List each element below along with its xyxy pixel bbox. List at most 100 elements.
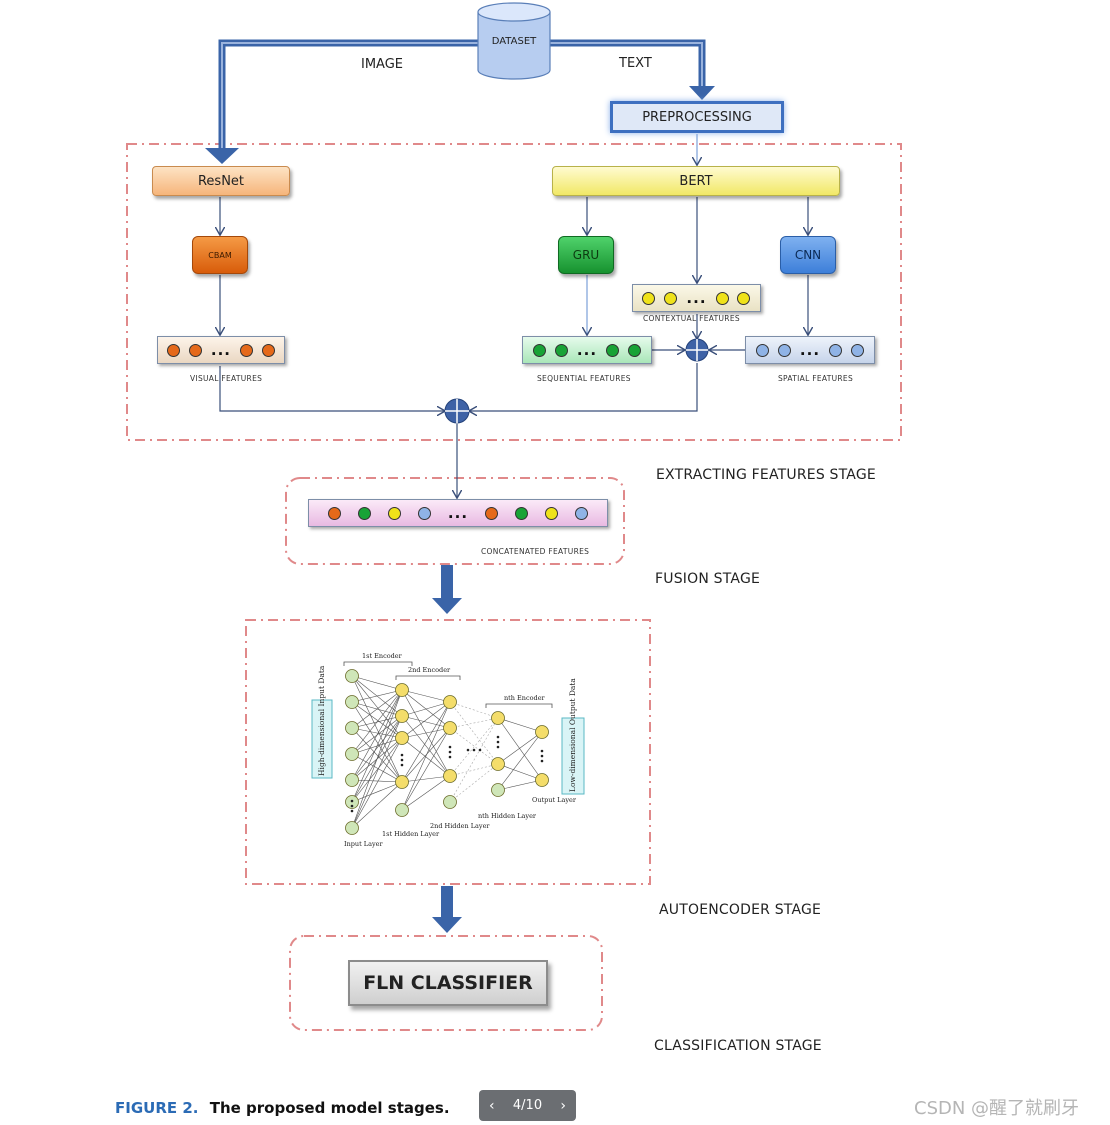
network-node (345, 721, 359, 735)
figure-number: FIGURE 2. (115, 1099, 199, 1117)
vertical-ellipsis-dot (350, 799, 354, 803)
network-edge (401, 689, 451, 703)
watermark: CSDN @醒了就刷牙 (914, 1098, 1080, 1119)
network-node (535, 773, 549, 787)
ellipsis: ... (447, 504, 469, 522)
ellipsis: ... (210, 341, 232, 359)
network-edge (351, 781, 403, 803)
network-edge (351, 781, 403, 829)
network-edge (351, 675, 403, 739)
network-edge (449, 727, 499, 765)
feature-node (532, 343, 546, 357)
figure-title: The proposed model stages. (209, 1099, 450, 1117)
network-edge (351, 753, 403, 783)
feature-node (851, 343, 865, 357)
spatial-features-label: SPATIAL FEATURES (778, 374, 854, 383)
network-node (345, 821, 359, 835)
contextual-features-vector: ... (632, 284, 761, 312)
cbam-box: CBAM (192, 236, 248, 274)
network-edge (351, 689, 403, 803)
vertical-ellipsis-dot (448, 755, 452, 759)
network-edge (351, 737, 403, 803)
input-layer-label: Input Layer (344, 840, 383, 848)
fusion-to-autoencoder-arrow (432, 565, 462, 614)
bert-box: BERT (552, 166, 840, 196)
visual-features-label: VISUAL FEATURES (190, 374, 263, 383)
network-edge (351, 689, 403, 703)
feature-node (357, 506, 371, 520)
hiddenN-label: nth Hidden Layer (478, 812, 537, 820)
autoencoder-stage-border (245, 619, 651, 885)
horizontal-ellipsis-dot (466, 748, 470, 752)
network-edges (351, 675, 543, 829)
page-navigator: ‹ 4/10 › (479, 1090, 576, 1121)
feature-node (628, 343, 642, 357)
vertical-ellipsis-dot (540, 749, 544, 753)
feature-node (554, 343, 568, 357)
concatenated-features-label: CONCATENATED FEATURES (481, 547, 590, 556)
network-node (395, 683, 409, 697)
feature-node (261, 343, 275, 357)
network-node (345, 773, 359, 787)
fusion-stage-label: FUSION STAGE (655, 571, 761, 587)
network-node (443, 721, 457, 735)
feature-node (545, 506, 559, 520)
feature-node (777, 343, 791, 357)
vertical-ellipsis-dot (400, 753, 404, 757)
feature-node (575, 506, 589, 520)
encoderN-label: nth Encoder (504, 694, 546, 702)
autoencoder-stage-label: AUTOENCODER STAGE (659, 902, 822, 918)
feature-node (642, 291, 656, 305)
spatial-features-vector: ... (745, 336, 875, 364)
vertical-ellipsis-dot (350, 804, 354, 808)
feature-node (239, 343, 253, 357)
chevron-left-icon[interactable]: ‹ (489, 1097, 495, 1114)
output-layer-label: Output Layer (532, 796, 577, 804)
encoder1-brace (343, 661, 413, 666)
text-fusion-node (685, 338, 709, 362)
network-edge (497, 731, 543, 791)
cnn-box: CNN (780, 236, 836, 274)
network-node (491, 711, 505, 725)
network-node (395, 775, 409, 789)
network-edge (401, 775, 451, 811)
sequential-features-label: SEQUENTIAL FEATURES (537, 374, 631, 383)
hidden1-label: 1st Hidden Layer (382, 830, 440, 838)
vertical-ellipsis-dot (448, 745, 452, 749)
network-edge (449, 717, 499, 803)
network-node (535, 725, 549, 739)
vertical-ellipsis-dot (496, 745, 500, 749)
concatenated-features-vector: ... (308, 499, 608, 527)
contextual-features-label: CONTEXTUAL FEATURES (643, 314, 740, 323)
network-edge (351, 689, 403, 729)
network-node (491, 783, 505, 797)
classification-stage-label: CLASSIFICATION STAGE (654, 1038, 822, 1054)
input-side-bar (311, 699, 333, 779)
network-edge (351, 689, 403, 829)
encoderN-brace (485, 703, 553, 708)
horizontal-ellipsis-dot (472, 748, 476, 752)
vertical-ellipsis-dot (400, 763, 404, 767)
network-edge (449, 717, 499, 729)
network-edge (497, 763, 543, 781)
network-edge (351, 727, 403, 739)
network-edge (351, 675, 403, 691)
output-side-label: Low-dimensional Output Data (568, 678, 577, 792)
vertical-ellipsis-dot (496, 740, 500, 744)
image-flow-label: IMAGE (361, 57, 404, 72)
chevron-right-icon[interactable]: › (560, 1097, 566, 1114)
network-node (491, 757, 505, 771)
feature-node (167, 343, 181, 357)
feature-node (664, 291, 678, 305)
extracting-stage-border (126, 143, 902, 441)
network-edge (351, 715, 403, 829)
sequential-features-vector: ... (522, 336, 652, 364)
ellipsis: ... (686, 289, 707, 307)
feature-node (755, 343, 769, 357)
network-node (345, 669, 359, 683)
network-nodes (345, 669, 549, 835)
global-fusion-node (444, 398, 470, 424)
encoder2-brace (395, 675, 461, 680)
network-node (443, 795, 457, 809)
